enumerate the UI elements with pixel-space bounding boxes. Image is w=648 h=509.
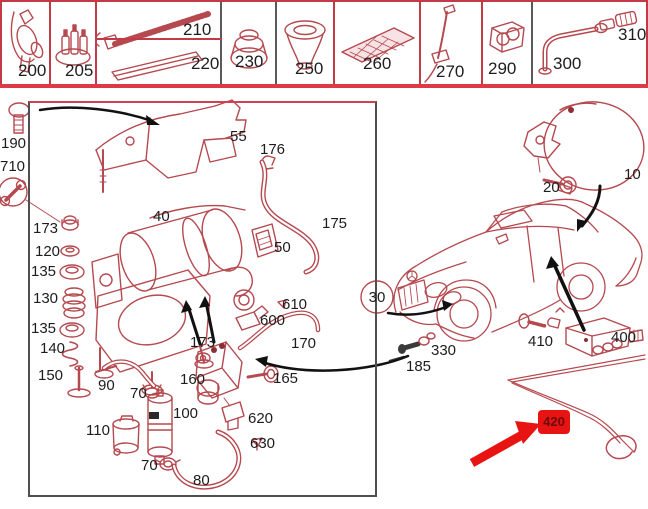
filter-100 (147, 389, 173, 465)
part-label-260[interactable]: 260 (363, 54, 392, 73)
part-label-10[interactable]: 10 (624, 166, 641, 183)
rail-profile-icon (111, 51, 203, 81)
connector-icon (598, 10, 638, 31)
part-label-210[interactable]: 210 (183, 20, 212, 39)
part-label-610[interactable]: 610 (282, 296, 308, 313)
part-label-230[interactable]: 230 (235, 52, 264, 71)
part-label-173a[interactable]: 173 (33, 220, 59, 237)
strip-cell-210-220[interactable] (97, 0, 222, 84)
strip-cell-270[interactable] (421, 0, 483, 84)
valve-160 (195, 341, 243, 407)
part-label-200[interactable]: 200 (18, 61, 47, 80)
part-label-176[interactable]: 176 (260, 141, 286, 158)
washer-173b-icon (195, 352, 211, 364)
lever-part-icon (10, 9, 44, 73)
part-label-250[interactable]: 250 (295, 59, 324, 78)
strip-cell-200[interactable] (0, 0, 51, 84)
canister-110 (112, 415, 140, 456)
connector-600-icon (235, 305, 269, 331)
car-outline (393, 198, 643, 342)
strip-cell-250[interactable] (277, 0, 335, 84)
part-label-710[interactable]: 710 (0, 158, 26, 175)
part-label-175[interactable]: 175 (322, 215, 348, 232)
part-label-20[interactable]: 20 (543, 179, 560, 196)
bottle-kit-icon (55, 24, 91, 66)
strip-cell-230[interactable] (222, 0, 277, 84)
part-label-190[interactable]: 190 (1, 135, 27, 152)
part-label-220[interactable]: 220 (191, 54, 220, 73)
part-label-50[interactable]: 50 (274, 239, 291, 256)
bolt-165-icon (246, 365, 279, 383)
part-label-170[interactable]: 170 (291, 335, 317, 352)
strip-bottom-line (0, 84, 648, 88)
part-label-160[interactable]: 160 (180, 371, 206, 388)
part-label-620[interactable]: 620 (248, 410, 274, 427)
fitting-330-icon (398, 332, 436, 354)
part-label-110[interactable]: 110 (86, 422, 110, 439)
highlighted-part-badge[interactable]: 420 (538, 410, 570, 434)
part-label-135a[interactable]: 135 (31, 263, 57, 280)
wrench-note-icon (0, 177, 61, 223)
grommet-icon (230, 29, 268, 69)
part-label-630[interactable]: 630 (250, 435, 276, 452)
part-label-173b[interactable]: 173 (190, 334, 216, 351)
part-label-185[interactable]: 185 (406, 358, 432, 375)
part-label-270[interactable]: 270 (436, 62, 465, 81)
highlight-arrow (469, 421, 541, 467)
mount-parts-column (59, 215, 91, 398)
connector-620-icon (221, 401, 245, 431)
cable-tie-icon (424, 4, 456, 83)
top-strip-frame (0, 0, 648, 86)
part-label-40[interactable]: 40 (153, 208, 170, 225)
funnel-mount-icon (284, 20, 326, 70)
relay-50-icon (251, 223, 279, 258)
part-label-120[interactable]: 120 (35, 243, 61, 260)
clip-630-icon (251, 437, 263, 451)
strip-cell-260[interactable] (335, 0, 421, 84)
clip-610-icon (277, 299, 287, 309)
part-label-135b[interactable]: 135 (31, 320, 57, 337)
part-label-330[interactable]: 330 (431, 342, 457, 359)
screw-clip-410-icon (518, 307, 565, 329)
bolt-190-icon (8, 102, 30, 134)
part-label-140[interactable]: 140 (40, 340, 66, 357)
main-diagram-panel (28, 101, 377, 497)
callout-label-30[interactable]: 30 (368, 289, 386, 306)
part-label-150[interactable]: 150 (38, 367, 64, 384)
hose-170 (237, 310, 321, 351)
strip-subdivider (97, 38, 222, 40)
clamp-70b-icon (155, 457, 181, 471)
mesh-plate-icon (341, 27, 415, 63)
part-label-70b[interactable]: 70 (141, 457, 158, 474)
reference-arrows (38, 106, 602, 372)
callout-circle-30 (360, 280, 394, 314)
part-label-600[interactable]: 600 (260, 312, 286, 329)
vacuum-line-420 (507, 354, 646, 460)
part-label-290[interactable]: 290 (488, 59, 517, 78)
part-label-410[interactable]: 410 (528, 333, 554, 350)
bracket-55 (95, 99, 247, 193)
clamp-block-icon (489, 21, 525, 53)
bent-pipe-icon (538, 22, 608, 75)
part-label-100[interactable]: 100 (173, 405, 199, 422)
hose-90 (101, 359, 157, 389)
valve-400 (565, 317, 644, 357)
part-label-55[interactable]: 55 (230, 128, 247, 145)
hose-175 (259, 159, 320, 275)
bracket-20 (523, 121, 577, 194)
hose-80 (171, 429, 242, 490)
part-label-300[interactable]: 300 (553, 54, 582, 73)
strip-cell-290[interactable] (483, 0, 533, 84)
part-label-205[interactable]: 205 (65, 61, 94, 80)
part-label-400[interactable]: 400 (611, 329, 637, 346)
compressor-40 (91, 204, 255, 396)
part-label-165[interactable]: 165 (273, 370, 299, 387)
part-label-70a[interactable]: 70 (130, 385, 147, 402)
part-label-130[interactable]: 130 (33, 290, 59, 307)
part-label-310[interactable]: 310 (618, 25, 647, 44)
part-label-80[interactable]: 80 (193, 472, 210, 489)
part-label-90[interactable]: 90 (98, 377, 115, 394)
